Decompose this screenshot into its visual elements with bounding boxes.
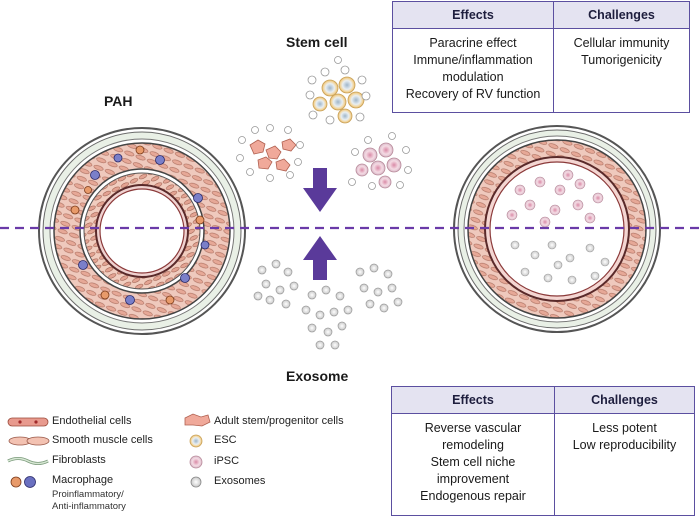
ipsc-cluster	[348, 132, 412, 190]
endothelial-cell-icon	[7, 417, 49, 427]
legend-adult-stem: Adult stem/progenitor cells	[214, 415, 344, 427]
exosome-clusters	[253, 259, 403, 350]
stem-effects-cell: Paracrine effect Immune/inflammation mod…	[392, 28, 554, 113]
down-arrow	[303, 168, 337, 212]
pah-label: PAH	[104, 93, 133, 109]
esc-icon	[189, 434, 203, 448]
legend-exosomes: Exosomes	[214, 475, 266, 487]
stem-cell-table: Effects Challenges Paracrine effect Immu…	[392, 1, 690, 113]
ipsc-icon	[189, 455, 203, 469]
esc-cluster	[305, 56, 371, 125]
exo-challenges-header: Challenges	[554, 386, 695, 414]
pah-vessel	[38, 127, 246, 335]
exosome-icon	[190, 476, 202, 488]
legend-smooth-muscle: Smooth muscle cells	[52, 434, 153, 446]
legend-macrophage: Macrophage	[52, 474, 114, 486]
legend-endothelial: Endothelial cells	[52, 415, 132, 427]
stem-challenges-cell: Cellular immunity Tumorigenicity	[553, 28, 690, 113]
fibroblast-icon	[7, 457, 49, 465]
adult-stem-cell-icon	[184, 413, 211, 427]
legend-macrophage-sub-1: Proinflammatory/	[52, 489, 124, 500]
legend-macrophage-sub-2: Anti-inflammatory	[52, 501, 126, 512]
smooth-muscle-cell-icon	[8, 436, 50, 446]
adult-stem-cluster	[236, 124, 304, 182]
exosome-label: Exosome	[286, 368, 349, 384]
exo-effects-header: Effects	[391, 386, 555, 414]
exo-effects-cell: Reverse vascular remodeling Stem cell ni…	[391, 413, 555, 516]
stem-effects-header: Effects	[392, 1, 554, 29]
stem-challenges-header: Challenges	[553, 1, 690, 29]
up-arrow	[303, 236, 337, 280]
stem-cell-label: Stem cell	[286, 34, 348, 50]
legend-ipsc: iPSC	[214, 455, 240, 467]
macrophage-icon	[10, 476, 36, 488]
legend-esc: ESC	[214, 434, 237, 446]
legend-fibroblasts: Fibroblasts	[52, 454, 106, 466]
exosome-table: Effects Challenges Reverse vascular remo…	[391, 386, 695, 516]
exo-challenges-cell: Less potent Low reproducibility	[554, 413, 695, 516]
legend-icons	[7, 413, 211, 488]
